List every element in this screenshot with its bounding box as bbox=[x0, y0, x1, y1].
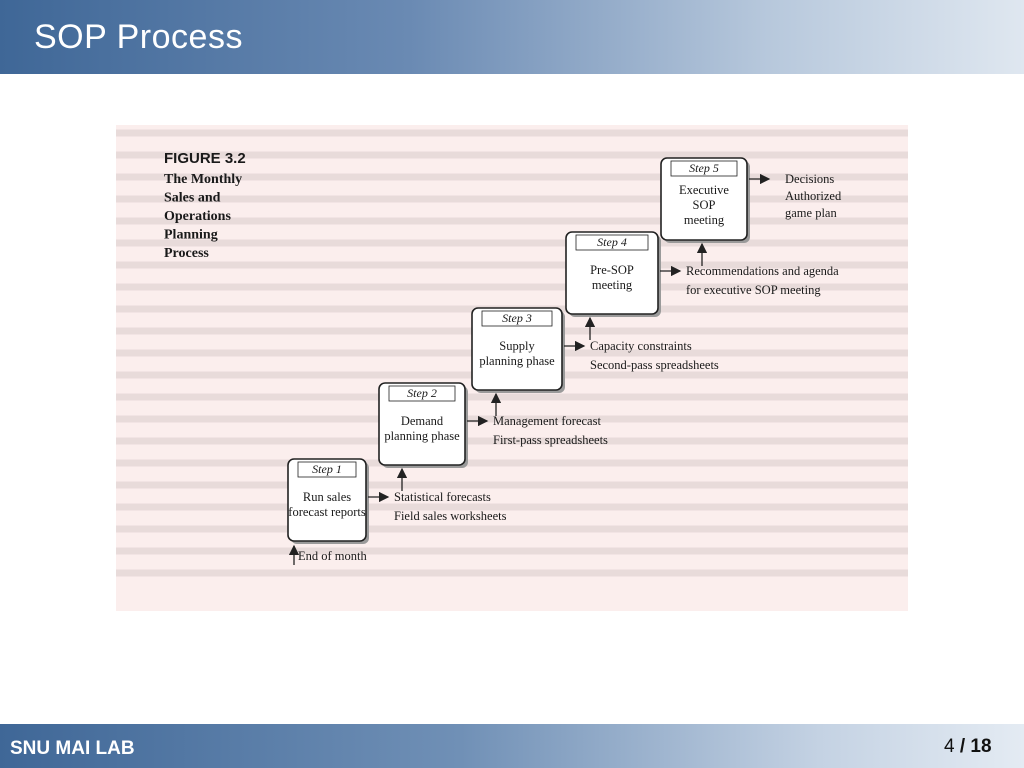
step-text: Supply bbox=[499, 339, 535, 353]
step-output-text: game plan bbox=[785, 206, 837, 220]
figure-caption-line: Operations bbox=[164, 209, 231, 224]
slide-header: SOP Process bbox=[0, 0, 1024, 74]
bleed-through-texture bbox=[116, 129, 908, 577]
figure-caption-line: The Monthly bbox=[164, 172, 242, 187]
step-output-text: Management forecast bbox=[493, 414, 601, 428]
step-tag-box bbox=[670, 160, 738, 177]
step-text: Pre-SOP bbox=[590, 263, 634, 277]
page-indicator: 4 / 18 bbox=[944, 736, 992, 757]
step-tag-box bbox=[481, 310, 553, 327]
figure-caption-line: Sales and bbox=[164, 191, 221, 206]
step-output-text: Decisions bbox=[785, 172, 834, 186]
step-tag: Step 2 bbox=[407, 386, 437, 400]
step-box bbox=[287, 458, 367, 542]
step-box bbox=[378, 382, 466, 466]
step-tag: Step 4 bbox=[597, 235, 627, 249]
step-text: meeting bbox=[592, 278, 633, 292]
step-text: Demand bbox=[401, 414, 444, 428]
step-text: Run sales bbox=[303, 490, 351, 504]
step-text: planning phase bbox=[384, 429, 460, 443]
footer-lab-name: SNU MAI LAB bbox=[10, 738, 135, 759]
step-tag-box bbox=[575, 234, 649, 251]
step-output-text: Statistical forecasts bbox=[394, 490, 491, 504]
step-box bbox=[565, 231, 659, 315]
slide-footer: SNU MAI LAB 4 / 18 bbox=[0, 724, 1024, 768]
step-text: forecast reports bbox=[288, 505, 366, 519]
step-box bbox=[471, 307, 563, 391]
figure-caption-line: Process bbox=[164, 246, 209, 261]
step-output-text: Capacity constraints bbox=[590, 339, 692, 353]
step-tag: Step 3 bbox=[502, 311, 532, 325]
step-output-text: Recommendations and agenda bbox=[686, 264, 839, 278]
step-tag-box bbox=[297, 461, 357, 478]
step-tag-box bbox=[388, 385, 456, 402]
step-text: planning phase bbox=[479, 354, 555, 368]
slide-title: SOP Process bbox=[34, 18, 243, 56]
step-output-text: for executive SOP meeting bbox=[686, 283, 821, 297]
step-tag: Step 5 bbox=[689, 161, 719, 175]
step-text: meeting bbox=[684, 213, 725, 227]
step-text: Executive bbox=[679, 183, 729, 197]
step-output-text: Second-pass spreadsheets bbox=[590, 358, 719, 372]
figure-caption-line: Planning bbox=[164, 228, 218, 243]
step-tag: Step 1 bbox=[312, 462, 342, 476]
start-label: End of month bbox=[298, 549, 367, 563]
figure-label: FIGURE 3.2 bbox=[164, 150, 246, 167]
page-total: 18 bbox=[970, 736, 992, 757]
step-output-text: First-pass spreadsheets bbox=[493, 433, 608, 447]
step-box bbox=[660, 157, 748, 241]
page-current: 4 bbox=[944, 736, 955, 757]
step-output-text: Field sales worksheets bbox=[394, 509, 507, 523]
step-output-text: Authorized bbox=[785, 189, 842, 203]
step-text: SOP bbox=[693, 198, 716, 212]
